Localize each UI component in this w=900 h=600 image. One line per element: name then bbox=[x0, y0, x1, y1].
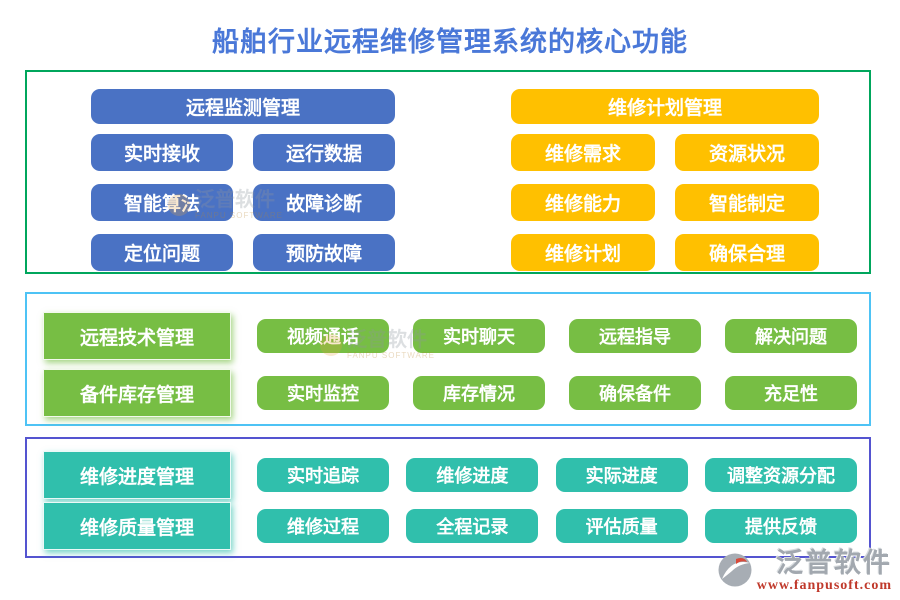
row-maintenance-quality: 维修质量管理 维修过程 全程记录 评估质量 提供反馈 bbox=[43, 502, 857, 550]
feature-maintenance-process[interactable]: 维修过程 bbox=[257, 509, 389, 543]
group-header-maintenance-planning[interactable]: 维修计划管理 bbox=[511, 89, 819, 124]
feature-smart-algorithm[interactable]: 智能算法 bbox=[91, 184, 233, 221]
feature-maintenance-capability[interactable]: 维修能力 bbox=[511, 184, 655, 221]
row-remote-tech-management: 远程技术管理 视频通话 实时聊天 远程指导 解决问题 bbox=[43, 312, 857, 360]
group-remote-monitoring: 远程监测管理 实时接收 运行数据 智能算法 故障诊断 定位问题 预防故障 bbox=[91, 89, 395, 271]
section-tech-and-inventory: 远程技术管理 视频通话 实时聊天 远程指导 解决问题 备件库存管理 实时监控 库… bbox=[25, 292, 871, 426]
group-maintenance-planning: 维修计划管理 维修需求 资源状况 维修能力 智能制定 维修计划 确保合理 bbox=[511, 89, 819, 271]
feature-realtime-tracking[interactable]: 实时追踪 bbox=[257, 458, 389, 492]
footer-brand: 泛普软件 www.fanpusoft.com bbox=[717, 550, 892, 594]
row-maintenance-progress: 维修进度管理 实时追踪 维修进度 实际进度 调整资源分配 bbox=[43, 451, 857, 499]
feature-quality-evaluation[interactable]: 评估质量 bbox=[555, 509, 688, 543]
footer-brand-name: 泛普软件 bbox=[776, 548, 892, 578]
row-header-spare-parts-inventory[interactable]: 备件库存管理 bbox=[43, 369, 231, 417]
feature-maintenance-demand[interactable]: 维修需求 bbox=[511, 134, 655, 171]
feature-fault-diagnosis[interactable]: 故障诊断 bbox=[253, 184, 395, 221]
feature-video-call[interactable]: 视频通话 bbox=[257, 319, 389, 353]
footer-url[interactable]: www.fanpusoft.com bbox=[756, 578, 892, 593]
row-header-maintenance-progress[interactable]: 维修进度管理 bbox=[43, 451, 231, 499]
feature-actual-progress[interactable]: 实际进度 bbox=[555, 458, 688, 492]
feature-ensure-spares[interactable]: 确保备件 bbox=[569, 376, 701, 410]
feature-remote-guidance[interactable]: 远程指导 bbox=[569, 319, 701, 353]
feature-locate-problem[interactable]: 定位问题 bbox=[91, 234, 233, 271]
feature-adjust-resource-allocation[interactable]: 调整资源分配 bbox=[704, 458, 857, 492]
feature-realtime-receive[interactable]: 实时接收 bbox=[91, 134, 233, 171]
feature-sufficiency[interactable]: 充足性 bbox=[725, 376, 857, 410]
feature-ensure-reasonable[interactable]: 确保合理 bbox=[675, 234, 819, 271]
row-header-maintenance-quality[interactable]: 维修质量管理 bbox=[43, 502, 231, 550]
feature-realtime-chat[interactable]: 实时聊天 bbox=[413, 319, 545, 353]
feature-prevent-fault[interactable]: 预防故障 bbox=[253, 234, 395, 271]
feature-full-record[interactable]: 全程记录 bbox=[406, 509, 539, 543]
feature-solve-problem[interactable]: 解决问题 bbox=[725, 319, 857, 353]
page-title: 船舶行业远程维修管理系统的核心功能 bbox=[212, 27, 688, 57]
feature-provide-feedback[interactable]: 提供反馈 bbox=[704, 509, 857, 543]
row-header-remote-tech-management[interactable]: 远程技术管理 bbox=[43, 312, 231, 360]
group-header-remote-monitoring[interactable]: 远程监测管理 bbox=[91, 89, 395, 124]
feature-realtime-monitoring[interactable]: 实时监控 bbox=[257, 376, 389, 410]
feature-smart-formulation[interactable]: 智能制定 bbox=[675, 184, 819, 221]
row-spare-parts-inventory: 备件库存管理 实时监控 库存情况 确保备件 充足性 bbox=[43, 369, 857, 417]
feature-inventory-status[interactable]: 库存情况 bbox=[413, 376, 545, 410]
section-progress-and-quality: 维修进度管理 实时追踪 维修进度 实际进度 调整资源分配 维修质量管理 维修过程… bbox=[25, 437, 871, 558]
fanpu-logo-icon bbox=[718, 553, 752, 587]
feature-operating-data[interactable]: 运行数据 bbox=[253, 134, 395, 171]
feature-maintenance-progress[interactable]: 维修进度 bbox=[406, 458, 539, 492]
feature-maintenance-plan[interactable]: 维修计划 bbox=[511, 234, 655, 271]
feature-resource-status[interactable]: 资源状况 bbox=[675, 134, 819, 171]
section-monitoring-and-planning: 远程监测管理 实时接收 运行数据 智能算法 故障诊断 定位问题 预防故障 维修计… bbox=[25, 70, 871, 274]
